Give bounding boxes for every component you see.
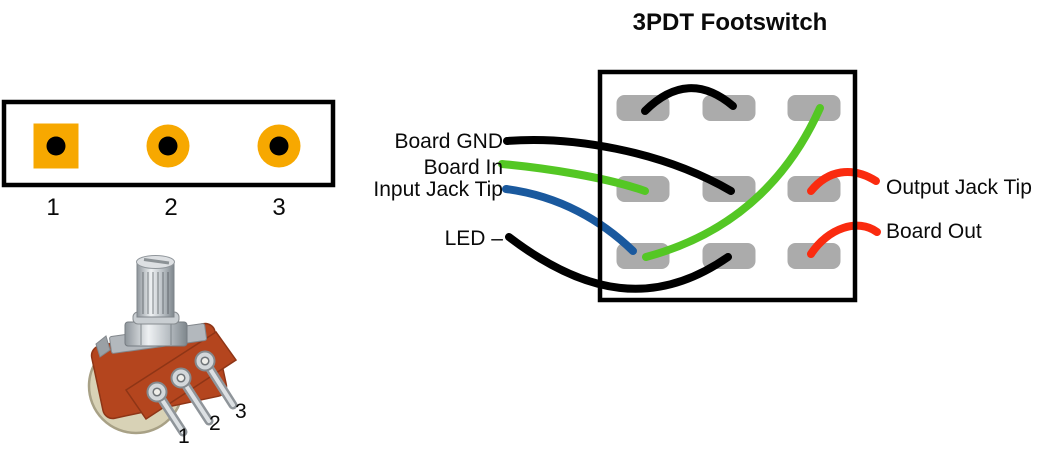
lug-top-middle [702, 95, 756, 121]
pot-pin-label-3: 3 [235, 400, 247, 423]
label-output-jack-tip: Output Jack Tip [886, 176, 1032, 199]
pot-eyelets [146, 350, 216, 403]
pot-eyelet-2-hole [176, 373, 186, 383]
pot-pin-label-1: 1 [178, 425, 190, 448]
wire-board-gnd [503, 136, 735, 195]
pot-pin-label-2: 2 [209, 412, 221, 435]
pot-hex-nut [124, 321, 188, 347]
board-pads-strip [1, 99, 336, 188]
lug-top-right [787, 95, 841, 121]
board-pad-3-hole [269, 136, 289, 156]
wire-green-jumper [642, 104, 824, 261]
potentiometer-image [87, 255, 238, 437]
label-led-neg: LED – [444, 227, 503, 250]
pot-shaft-slot [143, 258, 170, 265]
board-pin-label-2: 2 [164, 194, 178, 221]
pot-shaft-splines [142, 272, 169, 314]
label-board-out: Board Out [886, 220, 982, 243]
wire-led-neg [505, 233, 732, 293]
pot-eyelet-1-hole [152, 387, 162, 397]
pot-nut-facets [140, 323, 172, 345]
footswitch-title: 3PDT Footswitch [632, 9, 828, 36]
wire-board-in [498, 160, 649, 195]
board-pin-label-3: 3 [272, 194, 286, 221]
board-pad-2-hole [158, 136, 178, 156]
wire-output-jack-tip [807, 168, 880, 195]
wire-board-out [807, 221, 881, 258]
footswitch-group [498, 69, 881, 303]
label-input-jack-tip: Input Jack Tip [373, 178, 503, 201]
wire-input-jack-tip [502, 185, 637, 255]
label-board-gnd: Board GND [394, 130, 503, 153]
board-pad-1-hole [46, 136, 66, 156]
label-board-in: Board In [423, 156, 503, 179]
pot-crimp-tab [95, 335, 111, 358]
board-pin-label-1: 1 [46, 194, 60, 221]
footswitch-outline [597, 69, 858, 303]
wire-black-jumper [641, 84, 737, 115]
pot-eyelet-3-hole [200, 356, 210, 366]
wires [498, 84, 881, 293]
